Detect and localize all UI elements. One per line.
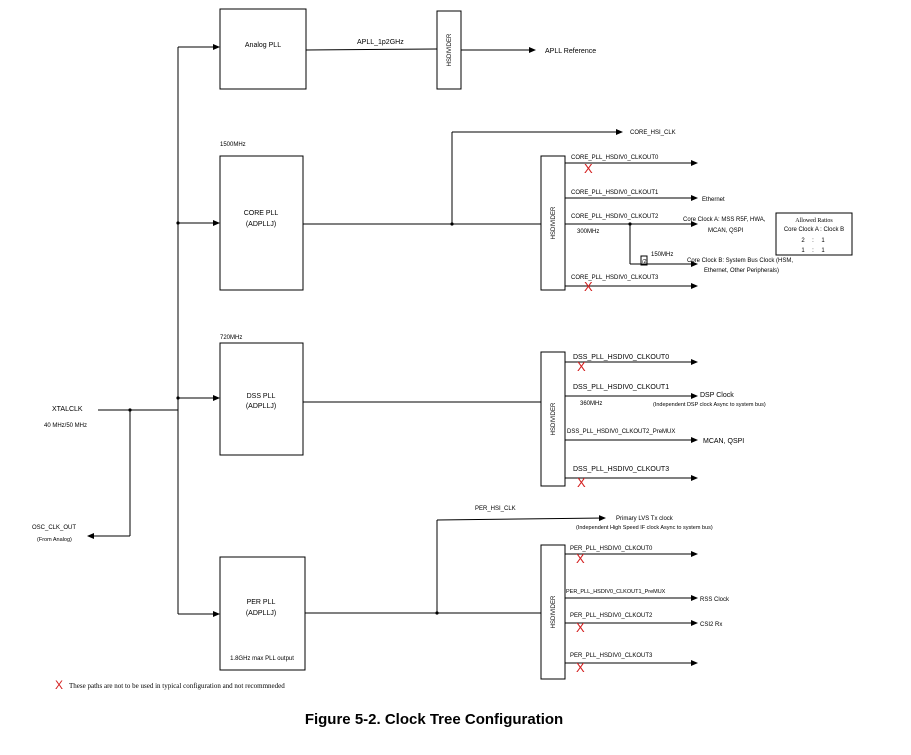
core-out1-label: CORE_PLL_HSDIV0_CLKOUT1 — [571, 190, 659, 196]
core-clkb-line1: Core Clock B: System Bus Clock (HSM, — [687, 258, 793, 264]
core-out1-dest: Ethernet — [702, 197, 725, 203]
apll-line-label: APLL_1p2GHz — [357, 39, 404, 46]
ratio-table-header: Core Clock A : Clock B — [784, 227, 844, 233]
junction-dot — [435, 611, 439, 615]
ratio-row-a: 2 — [801, 238, 805, 244]
per-out2-label: PER_PLL_HSDIV0_CLKOUT2 — [570, 613, 653, 619]
dss-out0-xmark: X — [577, 359, 586, 374]
dss-hsdivider-box — [540, 351, 566, 487]
dss-out1-dest2: (Independent DSP clock Async to system b… — [653, 402, 766, 408]
per-out1-dest: RSS Clock — [700, 597, 730, 603]
ratio-table-title: Allowed Ratios — [795, 218, 833, 224]
core-clkb-line2: Ethernet, Other Peripherals) — [704, 268, 779, 274]
core-pll-name: CORE PLL — [244, 210, 279, 217]
dss-pll-name: DSS PLL — [247, 393, 276, 400]
per-hsdivider-box — [540, 544, 566, 680]
per-hsi-dest2: (Independent High Speed IF clock Async t… — [576, 525, 713, 531]
junction-dot — [450, 222, 454, 226]
per-pll-note: 1.8GHz max PLL output — [230, 656, 294, 662]
core-pll-box — [219, 155, 304, 291]
xtal-freq: 40 MHz/50 MHz — [44, 423, 87, 429]
core-out2-label: CORE_PLL_HSDIV0_CLKOUT2 — [571, 214, 659, 220]
per-hsi-dest: Primary LVS Tx clock — [616, 516, 674, 522]
dss-out3-label: DSS_PLL_HSDIV0_CLKOUT3 — [573, 466, 669, 473]
dss-pll-sub: (ADPLLJ) — [246, 403, 276, 410]
ratio-table-box — [775, 212, 853, 256]
core-hsi-clk: CORE_HSI_CLK — [630, 130, 676, 136]
core-out2-dest: Core Clock A: MSS R5F, HWA, — [683, 217, 766, 223]
per-out3-xmark: X — [576, 660, 585, 675]
per-pll-name: PER PLL — [247, 599, 276, 606]
junction-dot — [176, 396, 180, 400]
junction-dot — [128, 408, 132, 412]
osc-out-label: OSC_CLK_OUT — [32, 525, 76, 531]
analog-pll-box — [219, 8, 307, 90]
ratio-row-sep: : — [812, 238, 814, 244]
core-pll-sub: (ADPLLJ) — [246, 221, 276, 228]
dss-out3-xmark: X — [577, 475, 586, 490]
legend-text: These paths are not to be used in typica… — [69, 682, 285, 690]
analog-hsdivider-label: HSDIVIDER — [447, 33, 453, 66]
dss-out2-dest: MCAN, QSPI — [703, 438, 744, 445]
junction-dot — [176, 221, 180, 225]
apll-reference: APLL Reference — [545, 48, 596, 55]
figure-title: Figure 5-2. Clock Tree Configuration — [305, 711, 563, 728]
dss-out1-freq: 360MHz — [580, 401, 602, 407]
core-out0-xmark: X — [584, 161, 593, 176]
per-out3-label: PER_PLL_HSDIV0_CLKOUT3 — [570, 653, 653, 659]
core-hsdivider-label: HSDIVIDER — [551, 206, 557, 239]
per-hsi-line — [436, 515, 606, 522]
per-out0-label: PER_PLL_HSDIV0_CLKOUT0 — [570, 546, 653, 552]
dss-out1-label: DSS_PLL_HSDIV0_CLKOUT1 — [573, 384, 669, 391]
dss-pll-freq: 720MHz — [220, 335, 242, 341]
per-hsdivider-label: HSDIVIDER — [551, 595, 557, 628]
ratio-row-a: 1 — [801, 248, 805, 254]
per-out1-label: PER_PLL_HSDIV0_CLKOUT1_PreMUX — [566, 589, 666, 595]
dss-out0-label: DSS_PLL_HSDIV0_CLKOUT0 — [573, 354, 669, 361]
per-out2-xmark: X — [576, 620, 585, 635]
core-div2-box — [640, 255, 648, 266]
core-pll-freq: 1500MHz — [220, 142, 246, 148]
legend-xmark: X — [55, 678, 63, 692]
analog-pll-name: Analog PLL — [245, 42, 281, 49]
core-clkb-freq: 150MHz — [651, 252, 673, 258]
dss-pll-box — [219, 342, 304, 456]
per-hsi-clk: PER_HSI_CLK — [475, 506, 516, 512]
per-out2-dest: CSI2 Rx — [700, 622, 722, 628]
core-out3-label: CORE_PLL_HSDIV0_CLKOUT3 — [571, 275, 659, 281]
dss-out2-label: DSS_PLL_HSDIV0_CLKOUT2_PreMUX — [567, 429, 675, 435]
core-out2-dest2: MCAN, QSPI — [708, 228, 744, 234]
per-pll-sub: (ADPLLJ) — [246, 610, 276, 617]
ratio-row-b: 1 — [821, 248, 825, 254]
core-out0-label: CORE_PLL_HSDIV0_CLKOUT0 — [571, 155, 659, 161]
core-hsdivider-box — [540, 155, 566, 291]
core-out3-xmark: X — [584, 279, 593, 294]
dss-hsdivider-label: HSDIVIDER — [551, 402, 557, 435]
xtal-label: XTALCLK — [52, 406, 83, 413]
core-div2-label: /2 — [642, 259, 647, 265]
ratio-row-b: 1 — [821, 238, 825, 244]
core-out2-freq: 300MHz — [577, 229, 599, 235]
dss-out1-dest: DSP Clock — [700, 392, 734, 399]
osc-out-sub: (From Analog) — [37, 537, 72, 543]
per-out0-xmark: X — [576, 551, 585, 566]
ratio-row-sep: : — [812, 248, 814, 254]
apll-line — [305, 48, 438, 51]
junction-dot — [628, 222, 632, 226]
